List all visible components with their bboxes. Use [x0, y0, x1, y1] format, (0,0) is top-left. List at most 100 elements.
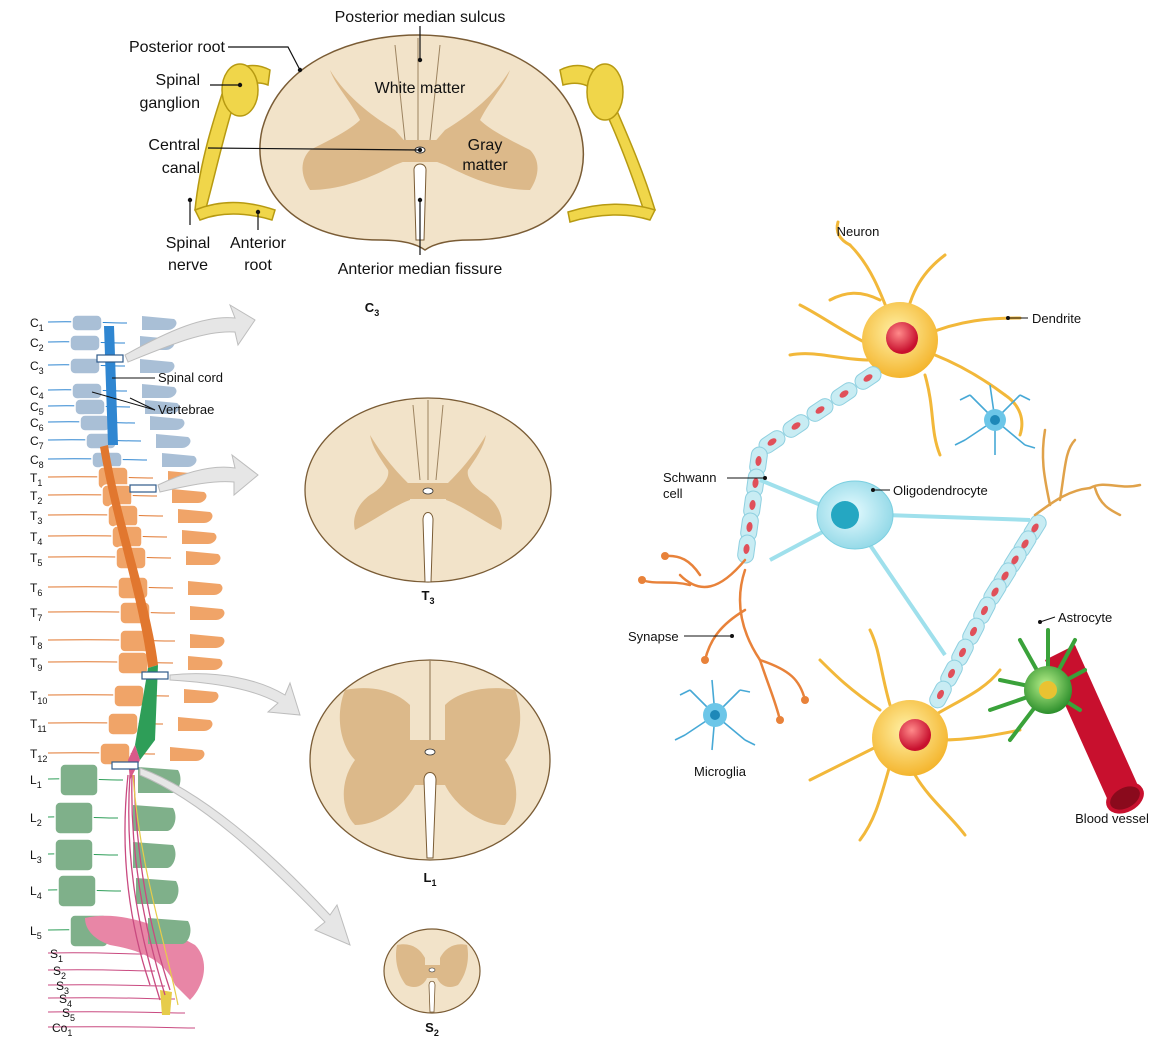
microglia-top-nucleus [990, 415, 1000, 425]
vertebra-label-c2: C2 [30, 336, 44, 353]
spinous-process-t6 [188, 581, 222, 595]
label-gray-matter-2: matter [462, 157, 508, 174]
vertebral-body-l3 [55, 839, 93, 871]
vertebra-label-c3: C3 [30, 359, 44, 376]
vertebral-body-c6 [80, 415, 110, 431]
vertebral-body-t11 [108, 713, 138, 735]
vertebra-label-c1: C1 [30, 316, 44, 333]
section-s2: S2 [384, 929, 480, 1038]
vertebra-label-t4: T4 [30, 530, 42, 547]
spinous-process-l4 [136, 878, 178, 904]
vertebral-body-l4 [58, 875, 96, 907]
vertebra-label-t10: T10 [30, 689, 47, 706]
c3-cross-section: Posterior median sulcus Posterior root S… [129, 9, 655, 318]
spinous-process-t4 [182, 530, 216, 544]
microglia-bottom-nucleus [710, 710, 720, 720]
vertebral-body-l2 [55, 802, 93, 834]
spinous-process-c4 [142, 384, 176, 398]
top-neuron-nucleus [886, 322, 918, 354]
spinous-process-t11 [178, 717, 212, 731]
label-schwann-2: cell [663, 486, 683, 501]
vertebral-body-c2 [70, 335, 100, 351]
spinal-nerve-t4 [48, 536, 167, 537]
vertebral-body-c1 [72, 315, 102, 331]
spinal-nerve-t8 [48, 640, 175, 641]
spinous-process-c7 [156, 434, 190, 448]
label-anterior-root-1: Anterior [230, 235, 287, 252]
vertebra-label-l1: L1 [30, 773, 42, 790]
label-spinal-ganglion-1: Spinal [156, 72, 200, 89]
spinal-nerve-t5 [48, 557, 171, 558]
spinous-process-l5 [148, 918, 190, 944]
t3-central-canal [423, 488, 433, 494]
vertebra-label-l3: L3 [30, 848, 42, 865]
spinous-process-t3 [178, 509, 212, 523]
label-astrocyte: Astrocyte [1058, 610, 1112, 625]
label-gray-matter-1: Gray [468, 137, 503, 154]
label-microglia: Microglia [694, 764, 747, 779]
section-l1: L1 [310, 660, 550, 888]
vertebra-label-l5: L5 [30, 924, 42, 941]
spinal-nerve-t6 [48, 587, 173, 588]
t3-fissure [423, 513, 433, 583]
vertebra-label-t7: T7 [30, 606, 42, 623]
label-blood-vessel: Blood vessel [1075, 811, 1149, 826]
vertebra-label-t1: T1 [30, 471, 42, 488]
label-posterior-median-sulcus: Posterior median sulcus [335, 9, 506, 26]
spinous-process-t9 [188, 656, 222, 670]
label-anterior-median-fissure: Anterior median fissure [338, 261, 503, 278]
vertebra-label-c7: C7 [30, 434, 44, 451]
vertebra-label-s1: S1 [50, 947, 63, 964]
vertebra-label-t2: T2 [30, 489, 42, 506]
vertebra-label-c4: C4 [30, 384, 44, 401]
label-posterior-root: Posterior root [129, 39, 226, 56]
vertebral-body-t10 [114, 685, 144, 707]
glial-cells-illustration: Neuron Dendrite Schwann cell Oligodendro… [628, 222, 1149, 840]
spinous-process-t8 [190, 634, 224, 648]
section-label-t3: T3 [422, 588, 435, 606]
vertebra-label-c8: C8 [30, 453, 44, 470]
spinous-process-c1 [142, 316, 176, 330]
right-dendrite-branches [1035, 430, 1140, 515]
vertebra-label-c6: C6 [30, 416, 44, 433]
vertebra-label-t9: T9 [30, 656, 42, 673]
vertebral-body-l1 [60, 764, 98, 796]
spinal-nerve-t3 [48, 515, 163, 516]
vertebra-label-c5: C5 [30, 400, 44, 417]
vertebral-body-c3 [70, 358, 100, 374]
spinous-process-t7 [190, 606, 224, 620]
label-schwann-1: Schwann [663, 470, 716, 485]
label-spinal-nerve-1: Spinal [166, 235, 210, 252]
s2-fissure [429, 981, 435, 1012]
spinous-process-t10 [184, 689, 218, 703]
label-spinal-cord: Spinal cord [158, 370, 223, 385]
label-central-canal-1: Central [148, 137, 200, 154]
vertebral-body-t9 [118, 652, 148, 674]
label-spinal-ganglion-2: ganglion [140, 95, 201, 112]
vertebra-label-t8: T8 [30, 634, 42, 651]
spinous-process-t12 [170, 747, 204, 761]
section-label-s2: S2 [425, 1020, 439, 1038]
vertebra-label-t6: T6 [30, 581, 42, 598]
vertebral-body-c5 [75, 399, 105, 415]
spinous-process-t2 [172, 489, 206, 503]
spinous-process-c8 [162, 453, 196, 467]
section-t3: T3 [305, 398, 551, 606]
spinal-nerve-t7 [48, 612, 175, 613]
spinal-ganglion-left [222, 64, 258, 116]
right-anterior-root [568, 204, 655, 222]
label-oligodendrocyte: Oligodendrocyte [893, 483, 988, 498]
label-central-canal-2: canal [162, 160, 200, 177]
label-white-matter: White matter [375, 80, 466, 97]
vertebra-label-t11: T11 [30, 717, 47, 734]
oligodendrocyte-nucleus [831, 501, 859, 529]
astrocyte-nucleus [1039, 681, 1057, 699]
l1-central-canal [425, 749, 435, 755]
section-label-c3: C3 [365, 300, 379, 318]
spine-diagram: Spinal cord Vertebrae C1C2C3C4C5C6C7C8T1… [30, 305, 350, 1038]
label-neuron: Neuron [837, 224, 880, 239]
label-dendrite: Dendrite [1032, 311, 1081, 326]
label-anterior-root-2: root [244, 257, 272, 274]
bottom-neuron-nucleus [899, 719, 931, 751]
